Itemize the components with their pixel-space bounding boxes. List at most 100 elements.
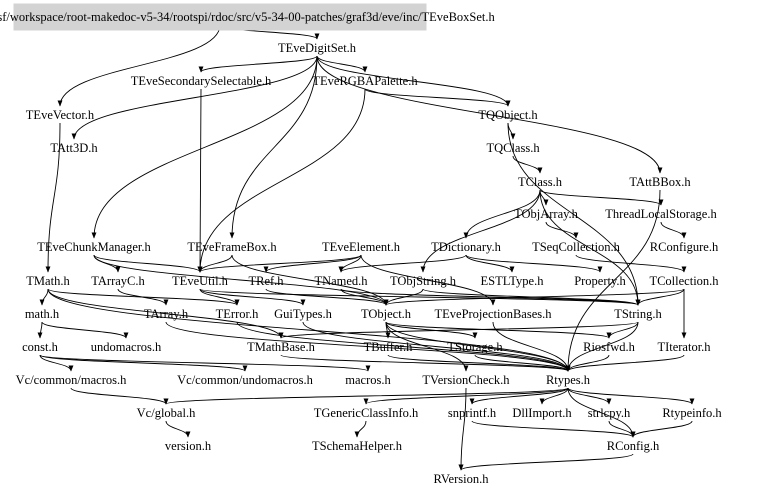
edge-tarrayc-h-to-tarray-h bbox=[117, 288, 169, 306]
edge-tevevector-h-to-tmath-h bbox=[45, 122, 61, 273]
node-tarrayc-h[interactable]: TArrayC.h bbox=[91, 274, 145, 288]
node-math-h[interactable]: math.h bbox=[25, 307, 60, 321]
edge-rtypes-h-to-rtypeinfo-h bbox=[567, 387, 695, 405]
node-dllimport-h[interactable]: DllImport.h bbox=[512, 406, 572, 420]
node-terror-h[interactable]: TError.h bbox=[216, 307, 259, 321]
node-tref-h[interactable]: TRef.h bbox=[248, 274, 284, 288]
node-tevechunkmanager-h[interactable]: TEveChunkManager.h bbox=[37, 240, 151, 254]
node-macros-h[interactable]: macros.h bbox=[345, 373, 391, 387]
node-guitypes-h[interactable]: GuiTypes.h bbox=[274, 307, 333, 321]
node-tobjstring-h[interactable]: TObjString.h bbox=[390, 274, 457, 288]
edge-vc-global-h-to-version-h bbox=[165, 420, 191, 438]
edge-rtypes-h-to-vc-global-h bbox=[163, 387, 569, 405]
edge-teveprojectionbases-h-to-rtypes-h bbox=[492, 321, 571, 372]
node-teveutil-h[interactable]: TEveUtil.h bbox=[172, 274, 229, 288]
node-undomacros-h[interactable]: undomacros.h bbox=[91, 340, 162, 354]
edge-tevedigitset-h-to-tatt3d-h bbox=[71, 55, 318, 140]
node-tobjarray-h[interactable]: TObjArray.h bbox=[514, 207, 579, 221]
node-vc-global-h[interactable]: Vc/global.h bbox=[137, 406, 196, 420]
node-tclass-h[interactable]: TClass.h bbox=[518, 175, 563, 189]
edge-math-h-to-undomacros-h bbox=[41, 321, 129, 339]
edge-tclass-h-to-tobjstring-h bbox=[420, 189, 541, 273]
edge-teveutil-h-to-guitypes-h bbox=[199, 288, 306, 306]
node-property-h[interactable]: Property.h bbox=[574, 274, 626, 288]
edge-tevergbapalette-h-to-teveutil-h bbox=[197, 88, 366, 273]
root-node-label: /mnt/vdb/lsf/workspace/root-makedoc-v5-3… bbox=[0, 10, 495, 24]
edge-strlcpy-h-to-rconfig-h bbox=[608, 420, 636, 438]
edge-rconfig-h-to-rversion-h bbox=[458, 453, 634, 471]
node-tqobject-h[interactable]: TQObject.h bbox=[478, 108, 538, 122]
edge-tdictionary-h-to-property-h bbox=[465, 254, 603, 273]
edge-tobjstring-h-to-tobject-h bbox=[383, 288, 424, 306]
node-teveelement-h[interactable]: TEveElement.h bbox=[322, 240, 401, 254]
edge-riosfwd-h-to-rtypes-h bbox=[565, 354, 610, 372]
node-tmathbase-h[interactable]: TMathBase.h bbox=[247, 340, 315, 354]
node-tdictionary-h[interactable]: TDictionary.h bbox=[431, 240, 501, 254]
node-tevergbapalette-h[interactable]: TEveRGBAPalette.h bbox=[312, 74, 418, 88]
node-estltype-h[interactable]: ESTLType.h bbox=[481, 274, 545, 288]
node-tevevector-h[interactable]: TEveVector.h bbox=[26, 108, 95, 122]
edge-tqclass-h-to-tclass-h bbox=[512, 155, 543, 174]
node-vc-common-macros-h[interactable]: Vc/common/macros.h bbox=[16, 373, 127, 387]
edge-teveutil-h-to-terror-h bbox=[199, 288, 240, 306]
node-version-h[interactable]: version.h bbox=[165, 439, 212, 453]
node-riosfwd-h[interactable]: Riosfwd.h bbox=[583, 340, 635, 354]
node-tattbbox-h[interactable]: TAttBBox.h bbox=[629, 175, 691, 189]
edge-tarray-h-to-rtypes-h bbox=[165, 321, 571, 372]
edge-tseqcollection-h-to-tcollection-h bbox=[575, 254, 687, 273]
node-tbuffer-h[interactable]: TBuffer.h bbox=[364, 340, 413, 354]
node-rversion-h[interactable]: RVersion.h bbox=[434, 472, 490, 486]
node-rtypes-h[interactable]: Rtypes.h bbox=[546, 373, 591, 387]
edge-tstring-h-to-tmathbase-h bbox=[278, 321, 639, 339]
node-tqclass-h[interactable]: TQClass.h bbox=[486, 141, 540, 155]
node-tcollection-h[interactable]: TCollection.h bbox=[649, 274, 719, 288]
edge-tevedigitset-h-to-tevechunkmanager-h bbox=[91, 55, 318, 239]
edge-teveelement-h-to-teveutil-h bbox=[197, 254, 362, 273]
node-tevesecondaryselectable-h[interactable]: TEveSecondarySelectable.h bbox=[131, 74, 272, 88]
edge-tevedigitset-h-to-tevesecondaryselectable-h bbox=[198, 55, 318, 73]
node-tstorage-h[interactable]: TStorage.h bbox=[447, 340, 503, 354]
node-tarray-h[interactable]: TArray.h bbox=[144, 307, 189, 321]
edge-tobjstring-h-to-tstring-h bbox=[422, 288, 641, 306]
node-tstring-h[interactable]: TString.h bbox=[614, 307, 662, 321]
node-snprintf-h[interactable]: snprintf.h bbox=[448, 406, 497, 420]
edge-rtypes-h-to-rconfig-h bbox=[567, 387, 636, 438]
edge-vc-common-macros-h-to-vc-global-h bbox=[70, 387, 169, 405]
node-tnamed-h[interactable]: TNamed.h bbox=[314, 274, 368, 288]
node-tgenericclassinfo-h[interactable]: TGenericClassInfo.h bbox=[314, 406, 419, 420]
node-tschemahelper-h[interactable]: TSchemaHelper.h bbox=[312, 439, 403, 453]
node-rtypeinfo-h[interactable]: Rtypeinfo.h bbox=[662, 406, 722, 420]
edge-tclass-h-to-tstring-h bbox=[539, 189, 641, 306]
root-node[interactable]: /mnt/vdb/lsf/workspace/root-makedoc-v5-3… bbox=[0, 3, 495, 31]
node-strlcpy-h[interactable]: strlcpy.h bbox=[588, 406, 631, 420]
edge-tevedigitset-h-to-tqobject-h bbox=[316, 55, 511, 107]
edge-tref-h-to-tobject-h bbox=[265, 288, 389, 306]
node-tseqcollection-h[interactable]: TSeqCollection.h bbox=[532, 240, 621, 254]
edge-tcollection-h-to-tstring-h bbox=[635, 288, 685, 306]
edge-rtypeinfo-h-to-rconfig-h bbox=[630, 420, 693, 438]
node-tversioncheck-h[interactable]: TVersionCheck.h bbox=[422, 373, 510, 387]
edge-teveframebox-h-to-tobject-h bbox=[231, 254, 389, 306]
edge-const-h-to-vc-common-undomacros-h bbox=[39, 354, 248, 372]
node-tatt3d-h[interactable]: TAtt3D.h bbox=[50, 141, 98, 155]
edge-math-h-to-const-h bbox=[37, 321, 43, 339]
node-threadlocalstorage-h[interactable]: ThreadLocalStorage.h bbox=[605, 207, 717, 221]
edge-rtypes-h-to-tgenericclassinfo-h bbox=[363, 387, 569, 405]
edge-tobject-h-to-rtypes-h bbox=[385, 321, 571, 372]
node-tevedigitset-h[interactable]: TEveDigitSet.h bbox=[278, 41, 357, 55]
edge-titerator-h-to-rtypes-h bbox=[565, 354, 685, 372]
node-rconfigure-h[interactable]: RConfigure.h bbox=[650, 240, 719, 254]
node-titerator-h[interactable]: TIterator.h bbox=[657, 340, 711, 354]
node-rconfig-h[interactable]: RConfig.h bbox=[607, 439, 660, 453]
node-const-h[interactable]: const.h bbox=[22, 340, 59, 354]
edge-tevechunkmanager-h-to-teveutil-h bbox=[93, 254, 203, 273]
node-teveframebox-h[interactable]: TEveFrameBox.h bbox=[187, 240, 277, 254]
edge-tevesecondaryselectable-h-to-teveutil-h bbox=[197, 88, 203, 273]
node-tmath-h[interactable]: TMath.h bbox=[26, 274, 70, 288]
edge-teveutil-h-to-tstring-h bbox=[199, 288, 641, 306]
edge-tclass-h-to-threadlocalstorage-h bbox=[539, 189, 664, 206]
node-tobject-h[interactable]: TObject.h bbox=[361, 307, 412, 321]
edge-rtypes-h-to-snprintf-h bbox=[469, 387, 569, 405]
node-vc-common-undomacros-h[interactable]: Vc/common/undomacros.h bbox=[177, 373, 313, 387]
node-teveprojectionbases-h[interactable]: TEveProjectionBases.h bbox=[435, 307, 553, 321]
